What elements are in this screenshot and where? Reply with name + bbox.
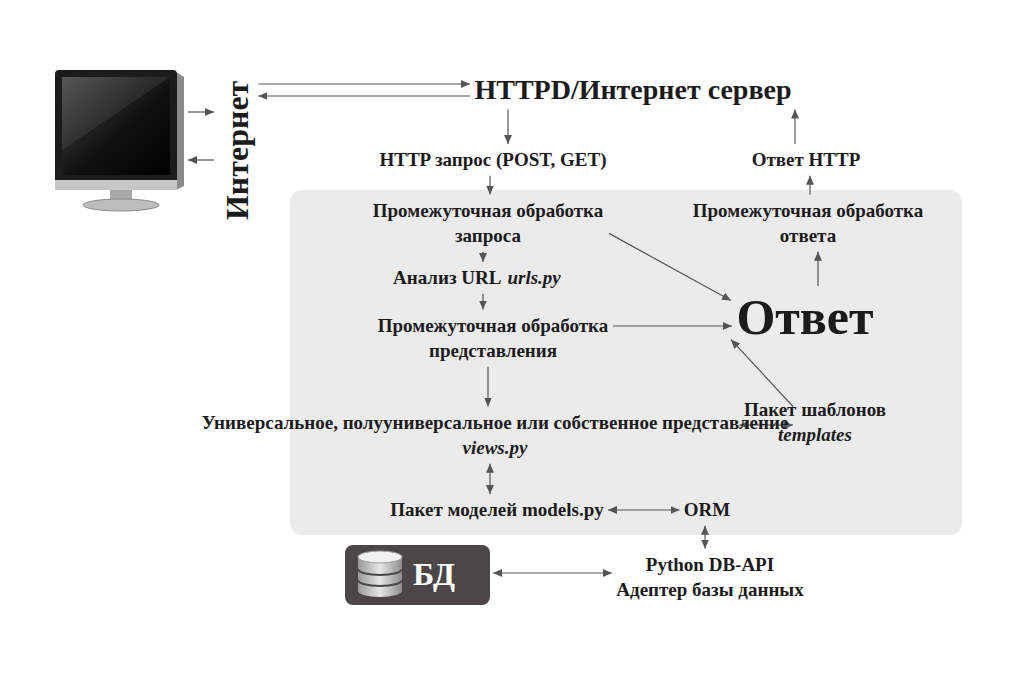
node-text: Промежуточная обработка представления [376, 313, 610, 364]
node-text: Адептер базы данных [615, 577, 805, 603]
middleware-label: Промежуточная обработка запроса [371, 198, 605, 249]
flow-arrow [493, 572, 612, 573]
network-label: Интернет [219, 79, 256, 221]
flow-arrow [258, 95, 470, 96]
node-text: Промежуточная обработка запроса [371, 198, 605, 249]
monitor-chin [55, 180, 177, 190]
url-label: Анализ URLurls.py [393, 265, 563, 291]
connector-layer [258, 84, 818, 573]
node-text: HTTPD/Интернет сервер [473, 73, 793, 107]
database-icon [355, 549, 405, 601]
node-text: Пакет шаблонов [743, 397, 888, 423]
node-text: ORM [683, 497, 732, 523]
monitor-out-arrow [188, 111, 214, 112]
node-text: Промежуточная обработка ответа [691, 198, 925, 249]
monitor-gloss [62, 77, 170, 150]
monitor-bezel [55, 70, 177, 190]
flow-arrow [609, 233, 731, 300]
monitor-side [176, 72, 184, 190]
flow-arrow [608, 509, 680, 510]
orm-label: ORM [683, 497, 732, 523]
node-text: Пакет моделей models.py [389, 497, 605, 523]
database-top [358, 551, 402, 563]
middleware-label: Промежуточная обработка представления [376, 313, 610, 364]
node-text: templates [743, 422, 888, 448]
server-label: HTTPD/Интернет сервер [473, 73, 793, 107]
node-text: views.py [200, 435, 790, 461]
node-text: Ответ HTTP [751, 147, 862, 173]
model-label: Пакет моделей models.py [389, 497, 605, 523]
flow-arrow [507, 110, 508, 144]
monitor-illustration [55, 70, 184, 211]
flow-arrow [794, 110, 795, 144]
node-text: Универсальное, полууниверсальное или соб… [200, 410, 790, 436]
flow-arrow [809, 176, 810, 195]
database-tier-line [358, 580, 402, 586]
monitor-base [83, 199, 159, 211]
node-text: HTTP запрос (POST, GET) [378, 147, 608, 173]
request-label: HTTP запрос (POST, GET) [378, 147, 608, 173]
flow-arrow [731, 340, 793, 407]
response-hub: Ответ [735, 289, 875, 347]
node-text: БД [413, 553, 455, 596]
monitor-screen [62, 77, 170, 175]
django-panel [290, 190, 962, 535]
flow-arrow [487, 367, 488, 407]
flow-arrow [482, 294, 483, 310]
database-box: БД [345, 545, 490, 605]
flow-arrow [258, 83, 470, 84]
database-tier-line [358, 569, 402, 575]
flow-arrow [817, 252, 818, 286]
node-text: Ответ [735, 289, 875, 347]
node-text: Интернет [219, 79, 256, 221]
view-label: Универсальное, полууниверсальное или соб… [200, 410, 790, 461]
flow-arrow [489, 464, 490, 494]
db-adapter-label: Python DB-APIАдептер базы данных [615, 552, 805, 603]
node-text: urls.py [507, 265, 560, 291]
monitor-in-arrow [188, 159, 214, 160]
flow-arrow [482, 252, 483, 262]
flow-arrow [704, 526, 705, 549]
node-text: Python DB-API [615, 552, 805, 578]
flow-arrow [613, 325, 732, 326]
template-label: Пакет шаблоновtemplates [743, 397, 888, 448]
flow-arrow [489, 176, 490, 195]
middleware-label: Промежуточная обработка ответа [691, 198, 925, 249]
node-text: Анализ URL [393, 265, 501, 291]
response-label: Ответ HTTP [751, 147, 862, 173]
